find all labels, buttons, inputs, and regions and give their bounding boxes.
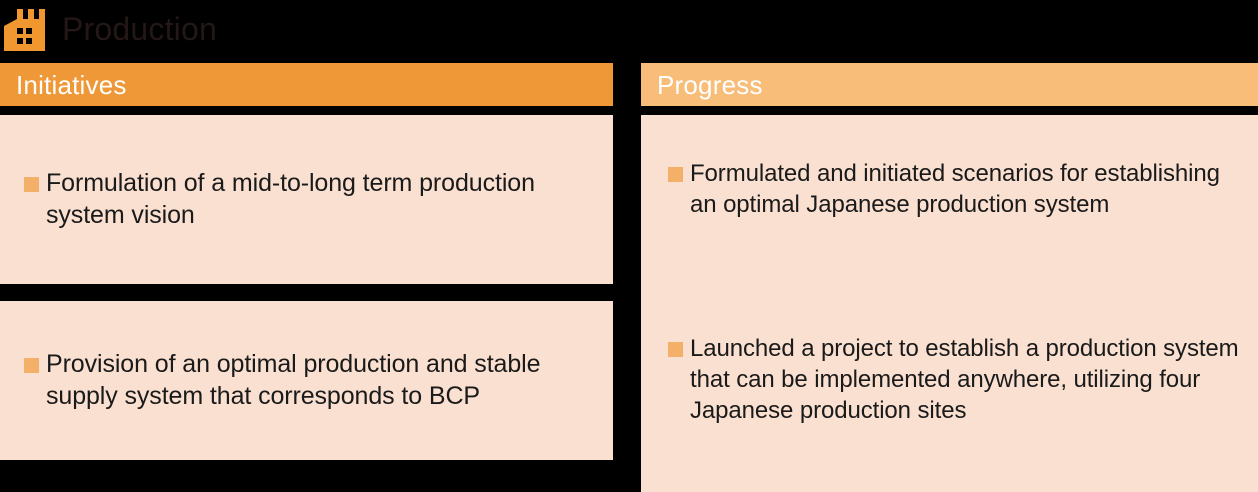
bullet-square-icon (668, 167, 683, 182)
list-item: Formulated and initiated scenarios for e… (641, 158, 1258, 220)
column-header-progress: Progress (641, 63, 1258, 106)
factory-icon (4, 8, 45, 51)
column-header-initiatives: Initiatives (0, 63, 613, 106)
list-item: Formulation of a mid-to-long term produc… (0, 168, 613, 231)
bullet-square-icon (24, 177, 39, 193)
list-item-text: Formulation of a mid-to-long term produc… (46, 169, 535, 229)
bullet-square-icon (668, 342, 683, 357)
progress-cell-1: Formulated and initiated scenarios for e… (641, 115, 1258, 327)
list-item: Launched a project to establish a produc… (641, 333, 1258, 427)
list-item-text: Provision of an optimal production and s… (46, 350, 541, 410)
column-header-label: Progress (657, 69, 763, 100)
list-item: Provision of an optimal production and s… (0, 349, 613, 412)
initiatives-cell-2: Provision of an optimal production and s… (0, 301, 613, 460)
initiatives-cell-1: Formulation of a mid-to-long term produc… (0, 115, 613, 284)
column-progress: Progress Formulated and initiated scenar… (641, 0, 1258, 492)
page-title: Production (62, 10, 217, 47)
list-item-text: Formulated and initiated scenarios for e… (690, 160, 1220, 219)
bullet-square-icon (24, 358, 39, 374)
list-item-text: Launched a project to establish a produc… (690, 335, 1239, 425)
progress-cell-2: Launched a project to establish a produc… (641, 301, 1258, 492)
column-initiatives: Initiatives Formulation of a mid-to-long… (0, 0, 613, 460)
column-header-label: Initiatives (16, 69, 127, 100)
page-header: Production (0, 0, 1258, 57)
